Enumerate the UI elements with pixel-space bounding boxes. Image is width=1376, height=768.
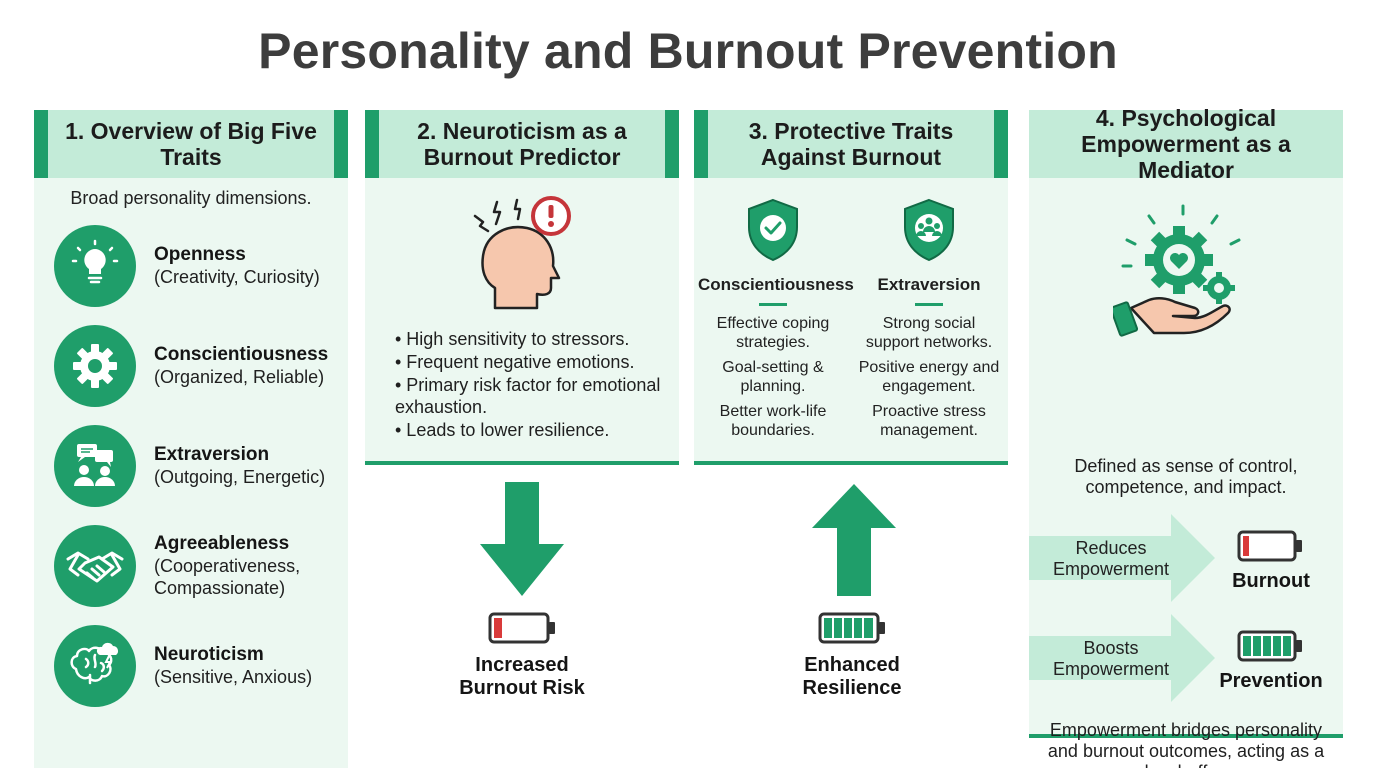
page-title: Personality and Burnout Prevention [258, 23, 1118, 79]
neuroticism-bullets: • High sensitivity to stressors. • Frequ… [395, 328, 665, 442]
trait-desc: (Cooperativeness, Compassionate) [154, 556, 301, 598]
bullet-item: • Primary risk factor for emotional exha… [395, 375, 661, 417]
big-five-panel: 1. Overview of Big Five Traits Broad per… [34, 110, 348, 768]
trait-name: Agreeableness [154, 533, 290, 554]
empowerment-header: 4. Psychological Empowerment as a Mediat… [1029, 105, 1343, 183]
enhanced-resilience-label: Enhanced Resilience [760, 654, 944, 700]
protective-conscientiousness: Conscientiousness Effective coping strat… [698, 198, 854, 446]
shield-people-icon [854, 198, 1004, 267]
protective-traits-panel: 3. Protective Traits Against Burnout Con… [694, 110, 1008, 465]
protective-item: Strong social support networks. [865, 315, 993, 351]
neuroticism-body: • High sensitivity to stressors. • Frequ… [365, 178, 679, 465]
up-arrow-icon [812, 484, 896, 601]
trait-openness: Openness (Creativity, Curiosity) [54, 224, 344, 308]
gear-icon [54, 325, 136, 407]
outcome-line: Resilience [802, 677, 902, 699]
empty-battery-icon [1237, 530, 1305, 569]
trait-name: Openness [154, 244, 246, 265]
neuroticism-header: 2. Neuroticism as a Burnout Predictor [365, 110, 679, 178]
protective-item: Goal-setting & planning. [722, 359, 824, 395]
down-arrow-icon [480, 482, 564, 603]
protective-extraversion: Extraversion Strong social support netwo… [854, 198, 1004, 446]
full-battery-icon [818, 612, 888, 651]
reduces-arrow-icon [1029, 514, 1215, 607]
charged-battery-icon [1237, 630, 1305, 669]
trait-desc: (Organized, Reliable) [154, 367, 325, 387]
trait-extraversion: Extraversion (Outgoing, Energetic) [54, 424, 344, 508]
outcome-line: Burnout Risk [459, 677, 585, 699]
lightbulb-icon [54, 225, 136, 307]
trait-desc: (Outgoing, Energetic) [154, 467, 326, 487]
protective-item: Effective coping strategies. [716, 315, 830, 351]
prevention-label: Prevention [1219, 670, 1323, 692]
empowerment-summary: Empowerment bridges personality and burn… [1047, 720, 1325, 768]
trait-conscientiousness: Conscientiousness (Organized, Reliable) [54, 324, 344, 408]
low-battery-icon [488, 612, 558, 651]
neuroticism-panel: 2. Neuroticism as a Burnout Predictor • … [365, 110, 679, 465]
gear-hand-icon [1109, 204, 1253, 349]
protective-item: Better work-life boundaries. [719, 403, 827, 439]
stressed-head-icon [465, 196, 580, 316]
trait-desc: (Creativity, Curiosity) [154, 267, 320, 287]
empowerment-body: Defined as sense of control, competence,… [1029, 178, 1343, 768]
bullet-item: • Leads to lower resilience. [395, 420, 610, 440]
trait-desc: (Sensitive, Anxious) [154, 667, 313, 687]
trait-neuroticism: Neuroticism (Sensitive, Anxious) [54, 624, 344, 708]
trait-name: Conscientiousness [154, 344, 329, 365]
outcome-line: Increased [475, 654, 569, 676]
protective-trait-name: Conscientiousness [698, 275, 854, 294]
boosts-arrow-icon [1029, 614, 1215, 707]
shield-check-icon [698, 198, 848, 267]
reduces-label: Reduces Empowerment [1052, 538, 1170, 579]
protective-traits-body: Conscientiousness Effective coping strat… [694, 178, 1008, 465]
trait-agreeableness: Agreeableness (Cooperativeness, Compassi… [54, 524, 344, 608]
bullet-item: • Frequent negative emotions. [395, 352, 635, 372]
people-chat-icon [54, 425, 136, 507]
divider [759, 303, 787, 306]
burnout-label: Burnout [1232, 570, 1310, 592]
big-five-body: Broad personality dimensions. [34, 178, 348, 768]
divider [915, 303, 943, 306]
protective-item: Positive energy and engagement. [858, 359, 1000, 395]
bullet-item: • High sensitivity to stressors. [395, 329, 630, 349]
increased-burnout-label: Increased Burnout Risk [430, 654, 614, 700]
protective-trait-name: Extraversion [877, 275, 981, 294]
handshake-icon [54, 525, 136, 607]
big-five-subtitle: Broad personality dimensions. [70, 188, 312, 208]
empowerment-definition: Defined as sense of control, competence,… [1074, 456, 1298, 497]
brain-storm-icon [54, 625, 136, 707]
protective-traits-header: 3. Protective Traits Against Burnout [694, 110, 1008, 178]
trait-name: Neuroticism [154, 644, 264, 665]
outcome-line: Enhanced [804, 654, 900, 676]
empowerment-panel: 4. Psychological Empowerment as a Mediat… [1029, 105, 1343, 768]
protective-item: Proactive stress management. [872, 403, 986, 439]
big-five-header: 1. Overview of Big Five Traits [34, 110, 348, 178]
boosts-label: Boosts Empowerment [1052, 638, 1170, 679]
trait-name: Extraversion [154, 444, 270, 465]
